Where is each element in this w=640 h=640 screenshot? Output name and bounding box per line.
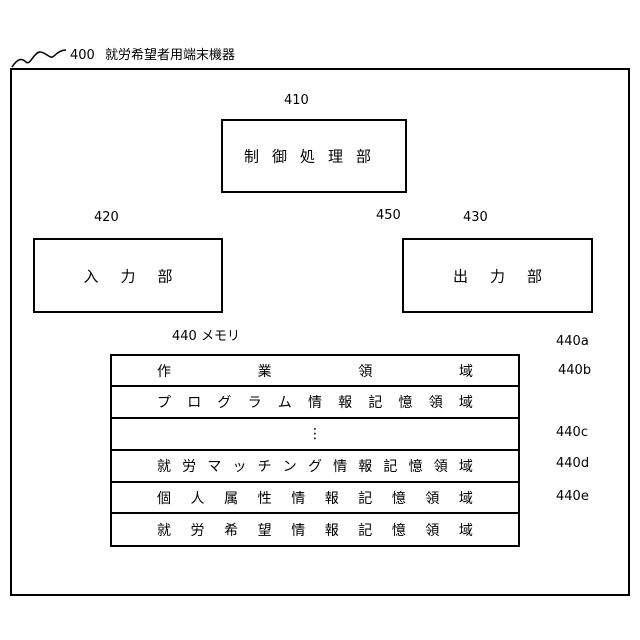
output-number: 430	[463, 210, 488, 225]
row-id-440c: 440c	[556, 425, 588, 440]
control-unit-box: 制御処理部	[221, 119, 407, 193]
memory-row-char: 人	[191, 488, 205, 508]
memory-row-char: ン	[283, 456, 297, 476]
row-id-440e: 440e	[556, 489, 589, 504]
memory-row-char: 憶	[392, 520, 406, 540]
memory-row-char: 望	[258, 520, 272, 540]
memory-row-char: 属	[224, 488, 238, 508]
memory-row-text: 作業領域	[157, 361, 473, 381]
memory-row-char: 域	[459, 520, 473, 540]
memory-row-char: 労	[182, 456, 196, 476]
memory-row-text: 個人属性情報記憶領域	[157, 488, 473, 508]
memory-row-char: 報	[338, 392, 352, 412]
squiggle-400	[12, 50, 66, 67]
memory-row: プログラム情報記憶領域	[112, 387, 518, 419]
memory-row-char: 領	[425, 488, 439, 508]
memory-box: 作業領域 プログラム情報記憶領域 ⋮ 就労マッチング情報記憶領域 個人属性情報記…	[110, 354, 520, 547]
device-number: 400	[70, 48, 95, 63]
memory-row-char: 就	[157, 456, 171, 476]
memory-row-char: ラ	[248, 392, 262, 412]
memory-row-char: チ	[258, 456, 272, 476]
row-id-440a: 440a	[556, 334, 589, 349]
memory-row-char: 就	[157, 520, 171, 540]
memory-row-char: 情	[291, 520, 305, 540]
memory-row-char: 性	[258, 488, 272, 508]
memory-row-char: ッ	[232, 456, 246, 476]
memory-row-char: ロ	[187, 392, 201, 412]
input-unit-label: 入力部	[35, 265, 221, 286]
output-unit-box: 出力部	[402, 238, 593, 313]
input-number: 420	[94, 210, 119, 225]
memory-row: 作業領域	[112, 356, 518, 387]
memory-row-char: 情	[308, 392, 322, 412]
memory-row-text: プログラム情報記憶領域	[157, 392, 473, 412]
memory-row: 就労希望情報記憶領域	[112, 514, 518, 545]
memory-row-char: 記	[358, 520, 372, 540]
memory-row-char: マ	[207, 456, 221, 476]
memory-row-char: 憶	[409, 456, 423, 476]
memory-row-char: 領	[429, 392, 443, 412]
input-unit-box: 入力部	[33, 238, 223, 313]
memory-row: 個人属性情報記憶領域	[112, 483, 518, 514]
bus-number: 450	[376, 208, 401, 223]
memory-row-char: 域	[459, 488, 473, 508]
memory-row-char: グ	[217, 392, 231, 412]
memory-row-char: 領	[434, 456, 448, 476]
memory-row-text: 就労マッチング情報記憶領域	[157, 456, 473, 476]
memory-row-char: 記	[368, 392, 382, 412]
memory-row-char: 報	[325, 520, 339, 540]
memory-row-char: 域	[459, 361, 473, 381]
device-label: 400 就労希望者用端末機器	[70, 44, 235, 63]
row-id-440d: 440d	[556, 456, 589, 471]
memory-row-char: プ	[157, 392, 171, 412]
memory-row: ⋮	[112, 419, 518, 451]
memory-row-char: 域	[459, 456, 473, 476]
memory-row-char: 域	[459, 392, 473, 412]
device-name: 就労希望者用端末機器	[105, 48, 235, 63]
memory-row-char: 情	[291, 488, 305, 508]
memory-row-char: 労	[191, 520, 205, 540]
output-unit-label: 出力部	[404, 265, 591, 286]
memory-row-text: 就労希望情報記憶領域	[157, 520, 473, 540]
memory-row-char: グ	[308, 456, 322, 476]
memory-row-char: 記	[358, 488, 372, 508]
row-id-440b: 440b	[558, 363, 591, 378]
memory-row-char: 領	[358, 361, 372, 381]
memory-row-char: 領	[425, 520, 439, 540]
memory-row-char: 情	[333, 456, 347, 476]
memory-row-char: 憶	[392, 488, 406, 508]
control-number: 410	[284, 93, 309, 108]
memory-row-char: 作	[157, 361, 171, 381]
memory-row-char: 記	[383, 456, 397, 476]
memory-row-char: 業	[258, 361, 272, 381]
memory-row-char: ム	[278, 392, 292, 412]
control-unit-label: 制御処理部	[223, 146, 405, 167]
memory-row-char: 報	[325, 488, 339, 508]
memory-row-char: ⋮	[308, 426, 322, 442]
memory-row-text: ⋮	[157, 426, 473, 442]
memory-row: 就労マッチング情報記憶領域	[112, 451, 518, 483]
memory-row-char: 希	[224, 520, 238, 540]
memory-label: 440 メモリ	[172, 325, 240, 344]
memory-row-char: 個	[157, 488, 171, 508]
memory-row-char: 憶	[399, 392, 413, 412]
memory-row-char: 報	[358, 456, 372, 476]
